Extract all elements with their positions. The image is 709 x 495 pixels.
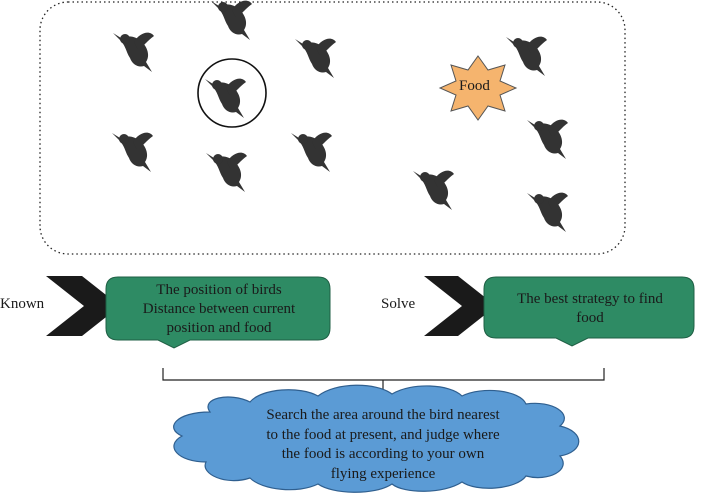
bird-icon	[211, 0, 252, 40]
known-line: Distance between current	[142, 301, 296, 317]
known-line: The position of birds	[156, 282, 282, 298]
bird-icon	[413, 170, 454, 210]
solve-callout-box	[483, 276, 695, 347]
result-line: the food is according to your own	[281, 446, 485, 462]
known-box-text: The position of birds Distance between c…	[108, 281, 330, 338]
bird-icon	[527, 119, 568, 159]
food-label: Food	[459, 78, 490, 94]
bird-icon	[291, 132, 332, 172]
bird-icon	[527, 192, 568, 232]
grouping-bracket	[162, 368, 605, 392]
solve-line: The best strategy to find	[517, 291, 663, 307]
result-cloud	[173, 384, 580, 493]
solve-label: Solve	[381, 296, 416, 312]
solve-box-text: The best strategy to find food	[486, 290, 694, 328]
chevron-right-icon	[46, 276, 120, 336]
solve-line: food	[576, 310, 604, 326]
chevron-right-icon	[424, 276, 496, 336]
known-line: position and food	[166, 320, 272, 336]
result-cloud-text: Search the area around the bird nearest …	[208, 406, 558, 484]
food-star	[438, 55, 518, 121]
bird-icon	[295, 38, 336, 78]
result-line: to the food at present, and judge where	[266, 426, 500, 443]
bird-icon	[112, 132, 153, 172]
nearest-bird-highlight	[197, 58, 267, 128]
bird-icon	[206, 152, 247, 192]
bird-icon	[205, 78, 246, 118]
result-line: flying experience	[330, 465, 436, 482]
bird-swarm-region	[39, 1, 626, 255]
result-line: Search the area around the bird nearest	[266, 407, 500, 423]
bird-icon	[506, 36, 547, 76]
known-callout-box	[105, 276, 331, 349]
known-label: Known	[0, 296, 45, 312]
bird-icon	[113, 32, 154, 72]
